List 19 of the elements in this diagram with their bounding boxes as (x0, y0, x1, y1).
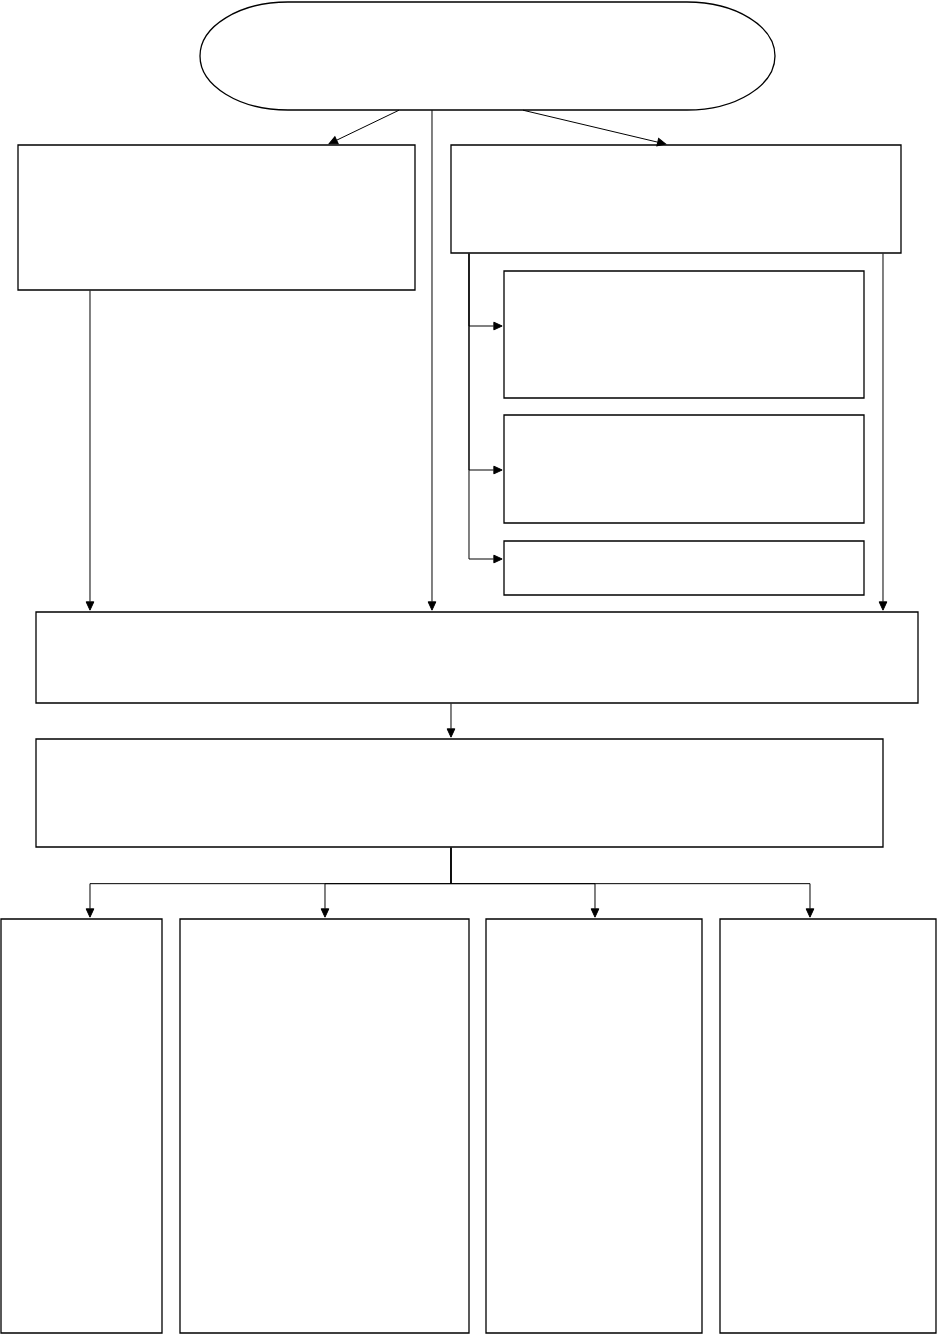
arrow (85, 290, 95, 611)
process-box (0, 918, 163, 1334)
process-box (179, 918, 470, 1334)
arrow (446, 703, 456, 738)
arrow (328, 109, 400, 145)
process-box (503, 414, 865, 524)
process-box (450, 144, 902, 254)
process-box (719, 918, 937, 1334)
arrow (878, 253, 888, 611)
arrow (427, 109, 437, 611)
arrow (522, 109, 667, 147)
arrow (468, 253, 503, 564)
process-box (17, 144, 416, 291)
arrow (450, 847, 815, 918)
process-box (503, 270, 865, 399)
process-box (485, 918, 703, 1334)
process-box (35, 611, 919, 704)
process-box (35, 738, 884, 848)
process-box (503, 540, 865, 596)
